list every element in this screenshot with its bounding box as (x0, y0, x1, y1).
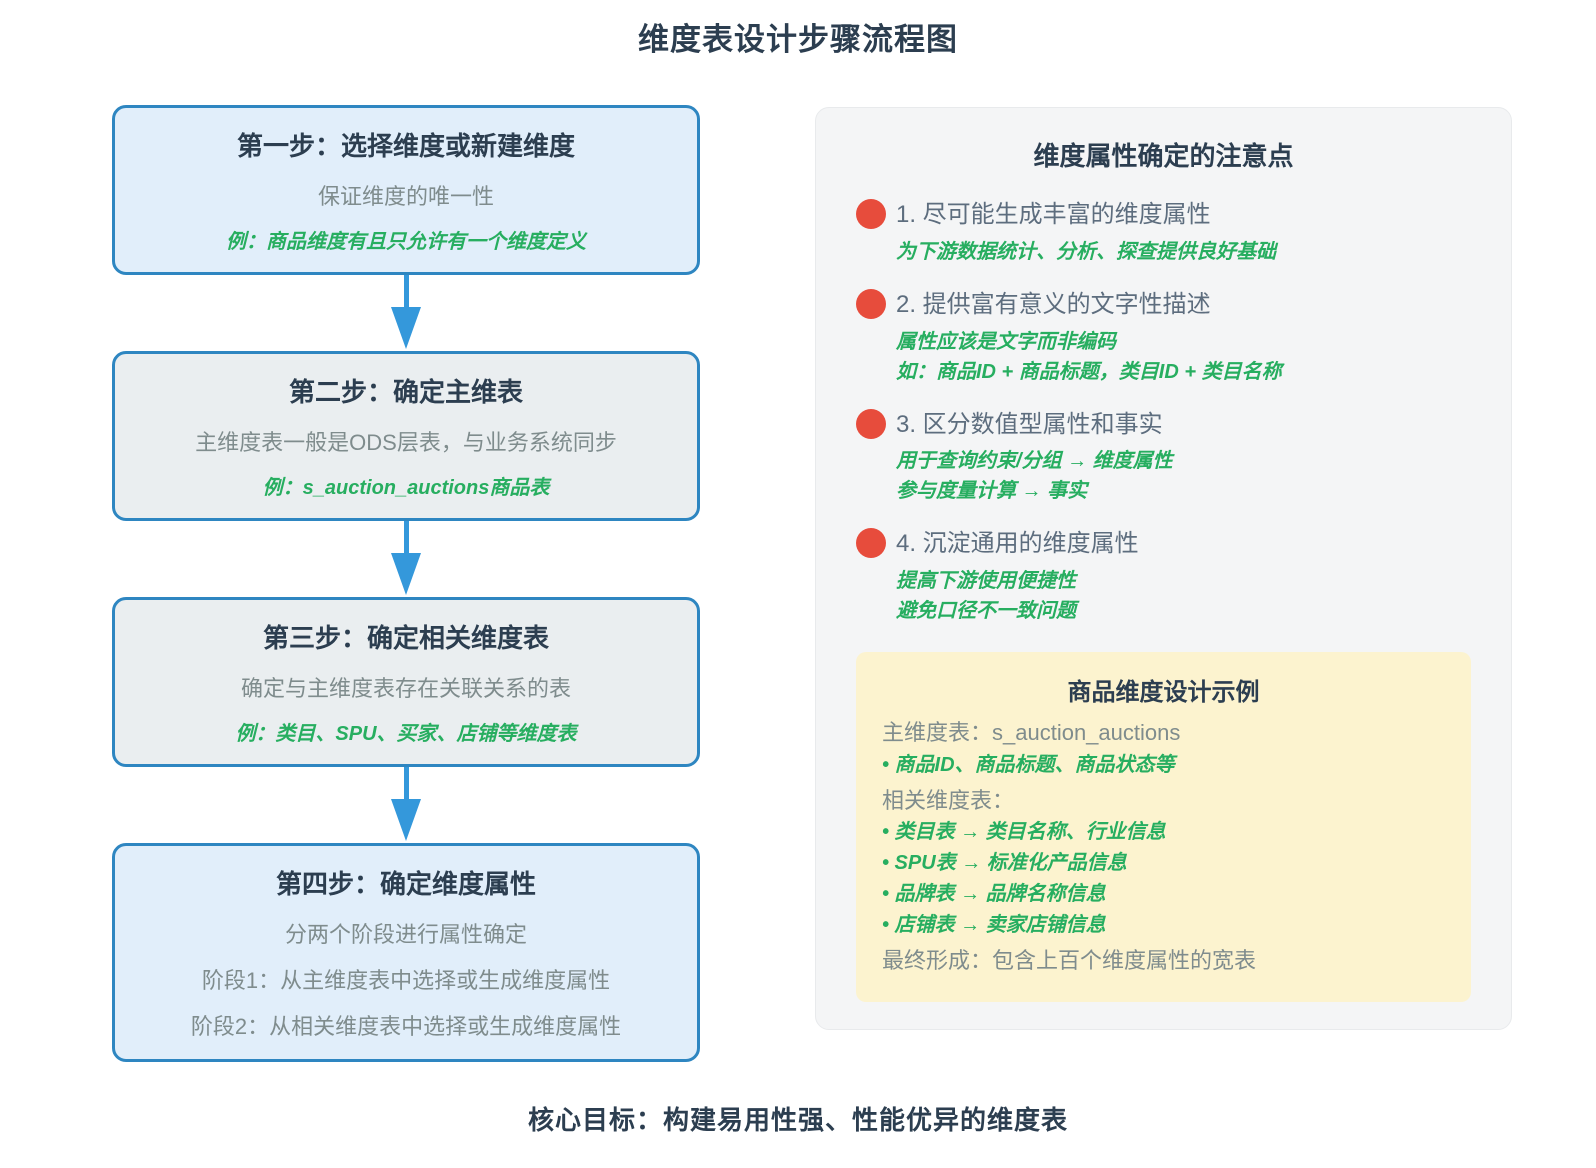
step-1-title: 第一步：选择维度或新建维度 (236, 131, 575, 161)
step-2-subtitle: 主维度表一般是ODS层表，与业务系统同步 (195, 430, 617, 455)
notes-panel-title: 维度属性确定的注意点 (1033, 141, 1294, 171)
red-dot-icon (856, 288, 886, 319)
example-panel-title: 商品维度设计示例 (1067, 679, 1260, 707)
arrow-stem (403, 767, 409, 799)
step-4-subtitle: 分两个阶段进行属性确定 (284, 922, 527, 947)
core-goal-text: 核心目标：构建易用性强、性能优异的维度表 (527, 1105, 1068, 1135)
arrow-down-icon (391, 275, 421, 351)
arrow-head (391, 553, 421, 595)
notes-panel: 维度属性确定的注意点 1. 尽可能生成丰富的维度属性 为下游数据统计、分析、探查… (815, 107, 1512, 1030)
page-title: 维度表设计步骤流程图 (638, 22, 958, 57)
note-2-detail: 如：商品ID + 商品标题，类目ID + 类目名称 (896, 360, 1282, 383)
note-2-detail: 属性应该是文字而非编码 (896, 330, 1116, 353)
note-1-label: 1. 尽可能生成丰富的维度属性 (896, 201, 1211, 228)
red-dot-icon (856, 199, 886, 229)
step-box-1: 第一步：选择维度或新建维度 保证维度的唯一性 例：商品维度有且只允许有一个维度定… (112, 105, 700, 275)
note-item-3: 3. 区分数值型属性和事实 用于查询约束/分组 → 维度属性 参与度量计算 → … (856, 408, 1471, 507)
note-item-1: 1. 尽可能生成丰富的维度属性 为下游数据统计、分析、探查提供良好基础 (856, 199, 1471, 267)
note-item-4: 4. 沉淀通用的维度属性 提高下游使用便捷性 避免口径不一致问题 (856, 528, 1471, 626)
flow-column: 第一步：选择维度或新建维度 保证维度的唯一性 例：商品维度有且只允许有一个维度定… (112, 105, 700, 1062)
step-2-title: 第二步：确定主维表 (288, 377, 523, 407)
step-1-example: 例：商品维度有且只允许有一个维度定义 (226, 231, 586, 253)
red-dot-icon (856, 528, 886, 559)
note-item-2: 2. 提供富有意义的文字性描述 属性应该是文字而非编码 如：商品ID + 商品标… (856, 288, 1471, 387)
red-dot-icon (856, 408, 886, 439)
step-box-4: 第四步：确定维度属性 分两个阶段进行属性确定 阶段1：从主维度表中选择或生成维度… (112, 843, 700, 1062)
example-related-item: • 类目表 → 类目名称、行业信息 (882, 821, 1166, 844)
arrow-stem (403, 275, 409, 307)
example-related-label: 相关维度表： (882, 787, 1015, 813)
example-related-item: • 品牌表 → 品牌名称信息 (882, 883, 1106, 906)
note-1-detail: 为下游数据统计、分析、探查提供良好基础 (896, 240, 1276, 263)
note-4-label: 4. 沉淀通用的维度属性 (896, 530, 1139, 558)
note-3-label: 3. 区分数值型属性和事实 (896, 410, 1163, 438)
step-4-stage-1: 阶段1：从主维度表中选择或生成维度属性 (201, 968, 611, 993)
arrow-head (391, 307, 421, 349)
step-box-3: 第三步：确定相关维度表 确定与主维度表存在关联关系的表 例：类目、SPU、买家、… (112, 597, 700, 767)
example-main-attrs: • 商品ID、商品标题、商品状态等 (882, 753, 1175, 776)
note-3-detail: 参与度量计算 → 事实 (896, 480, 1088, 503)
step-box-2: 第二步：确定主维表 主维度表一般是ODS层表，与业务系统同步 例：s_aucti… (112, 351, 700, 521)
example-related-item: • 店铺表 → 卖家店铺信息 (882, 914, 1106, 937)
arrow-down-icon (391, 521, 421, 597)
note-4-detail: 避免口径不一致问题 (896, 600, 1076, 623)
example-final: 最终形成：包含上百个维度属性的宽表 (882, 948, 1257, 974)
example-related-item: • SPU表 → 标准化产品信息 (882, 852, 1127, 875)
step-3-title: 第三步：确定相关维度表 (262, 623, 549, 653)
step-3-example: 例：类目、SPU、买家、店铺等维度表 (235, 723, 577, 745)
note-4-detail: 提高下游使用便捷性 (896, 570, 1076, 593)
step-2-example: 例：s_auction_auctions商品表 (262, 477, 550, 499)
step-4-title: 第四步：确定维度属性 (275, 869, 536, 899)
arrow-head (391, 799, 421, 841)
step-4-stage-2: 阶段2：从相关维度表中选择或生成维度属性 (190, 1014, 622, 1039)
arrow-stem (403, 521, 409, 553)
example-main-table: 主维度表：s_auction_auctions (882, 720, 1181, 746)
note-3-detail: 用于查询约束/分组 → 维度属性 (896, 450, 1173, 473)
note-2-label: 2. 提供富有意义的文字性描述 (896, 290, 1211, 318)
arrow-down-icon (391, 767, 421, 843)
example-panel: 商品维度设计示例 主维度表：s_auction_auctions • 商品ID、… (856, 652, 1471, 1002)
step-3-subtitle: 确定与主维度表存在关联关系的表 (240, 676, 571, 701)
step-1-subtitle: 保证维度的唯一性 (317, 184, 494, 209)
